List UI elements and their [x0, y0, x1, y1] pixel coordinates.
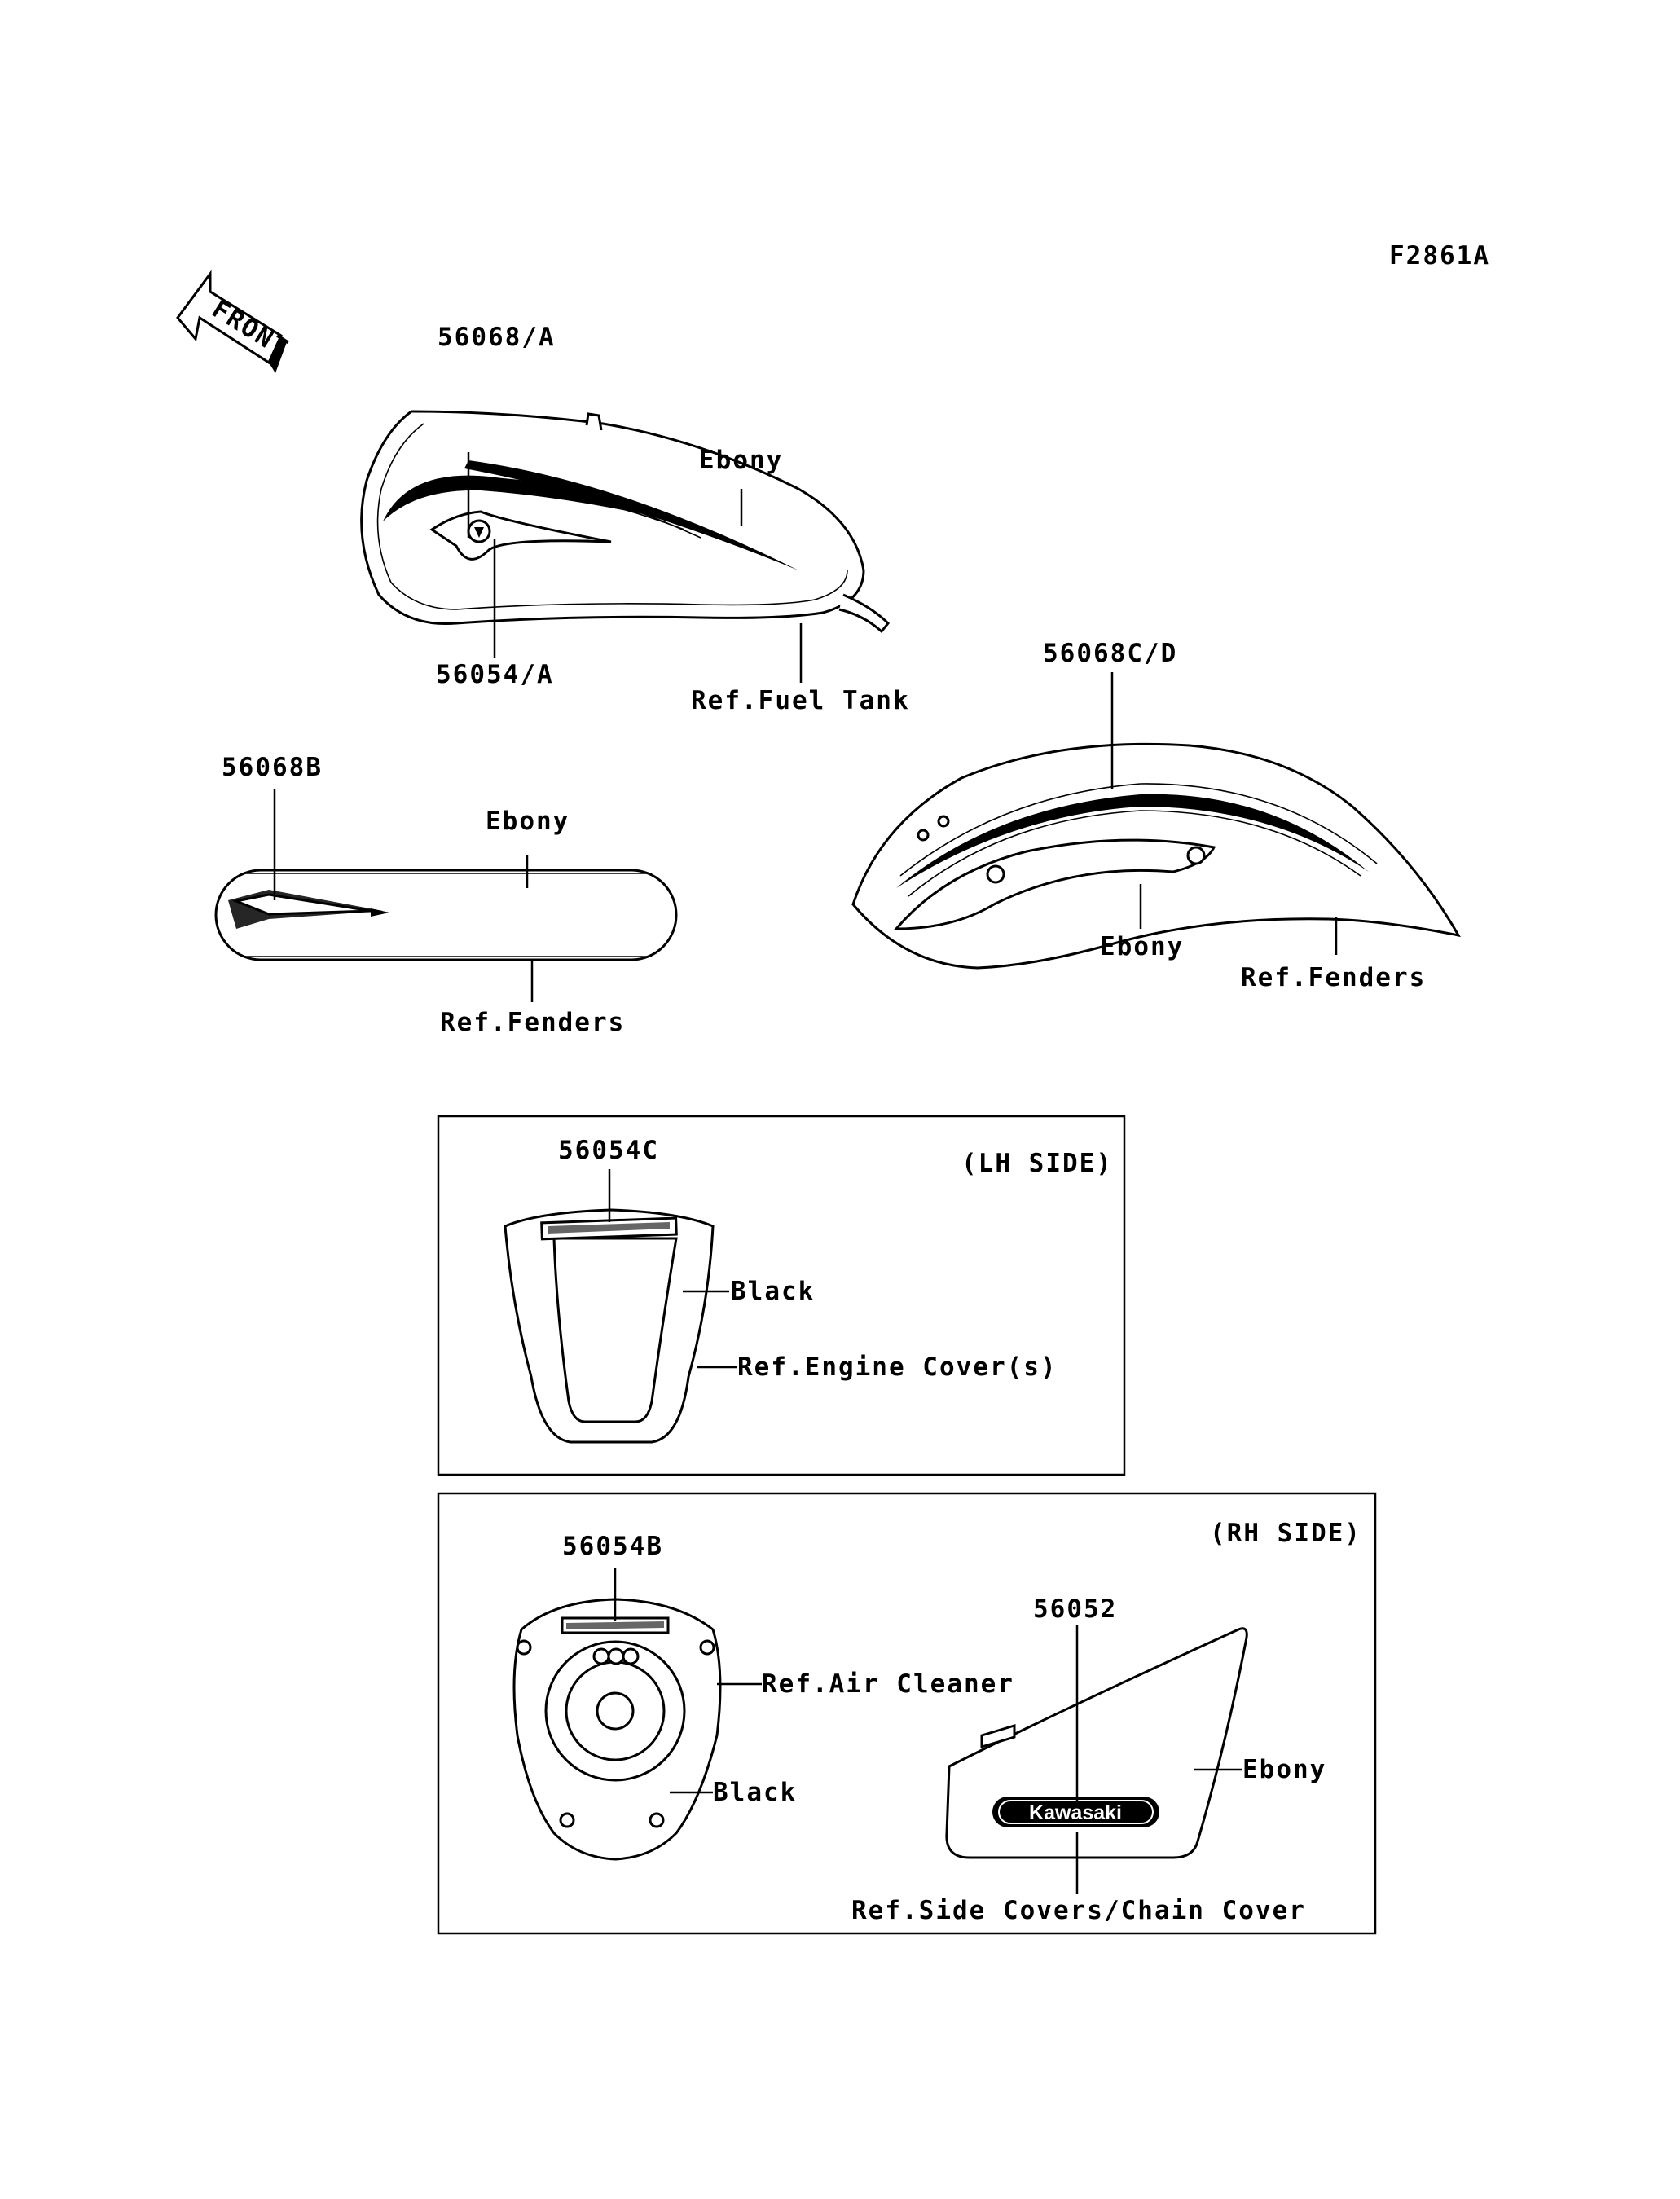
rear-fender-color: Ebony	[1100, 932, 1184, 961]
rh-side-panel	[437, 1492, 1377, 1935]
kawasaki-emblem-text: Kawasaki	[1029, 1801, 1122, 1824]
front-fender-ref: Ref.Fenders	[440, 1008, 625, 1037]
lh-side-panel	[437, 1115, 1126, 1476]
side-cover: Kawasaki	[945, 1627, 1248, 1859]
rh-side-label: (RH SIDE)	[1210, 1519, 1361, 1548]
front-fender	[214, 869, 678, 961]
lh-part: 56054C	[558, 1136, 659, 1165]
lh-color: Black	[731, 1277, 815, 1306]
kawasaki-emblem	[992, 1797, 1159, 1827]
fuel-tank-part-top: 56068/A	[438, 323, 556, 352]
side-cover-color: Ebony	[1242, 1755, 1326, 1784]
rear-fender-part: 56068C/D	[1043, 639, 1177, 668]
figure-code: F2861A	[1389, 241, 1490, 270]
lh-ref: Ref.Engine Cover(s)	[737, 1352, 1058, 1382]
air-cleaner-ref: Ref.Air Cleaner	[762, 1669, 1014, 1699]
engine-cover	[504, 1208, 715, 1444]
air-cleaner	[512, 1598, 722, 1861]
air-cleaner-part: 56054B	[562, 1532, 663, 1561]
lh-side-label: (LH SIDE)	[961, 1149, 1113, 1178]
rear-fender	[851, 742, 1461, 970]
front-fender-part: 56068B	[222, 753, 323, 782]
fuel-tank	[360, 410, 891, 634]
side-cover-part: 56052	[1033, 1594, 1117, 1624]
side-cover-ref: Ref.Side Covers/Chain Cover	[851, 1896, 1306, 1925]
fuel-tank-color: Ebony	[699, 446, 783, 475]
fuel-tank-ref: Ref.Fuel Tank	[691, 686, 910, 715]
rear-fender-ref: Ref.Fenders	[1241, 963, 1426, 992]
front-fender-color: Ebony	[486, 807, 570, 836]
fuel-tank-part-bottom: 56054/A	[436, 660, 554, 689]
front-arrow-icon: FRONT	[176, 270, 293, 373]
air-cleaner-color: Black	[713, 1778, 797, 1807]
